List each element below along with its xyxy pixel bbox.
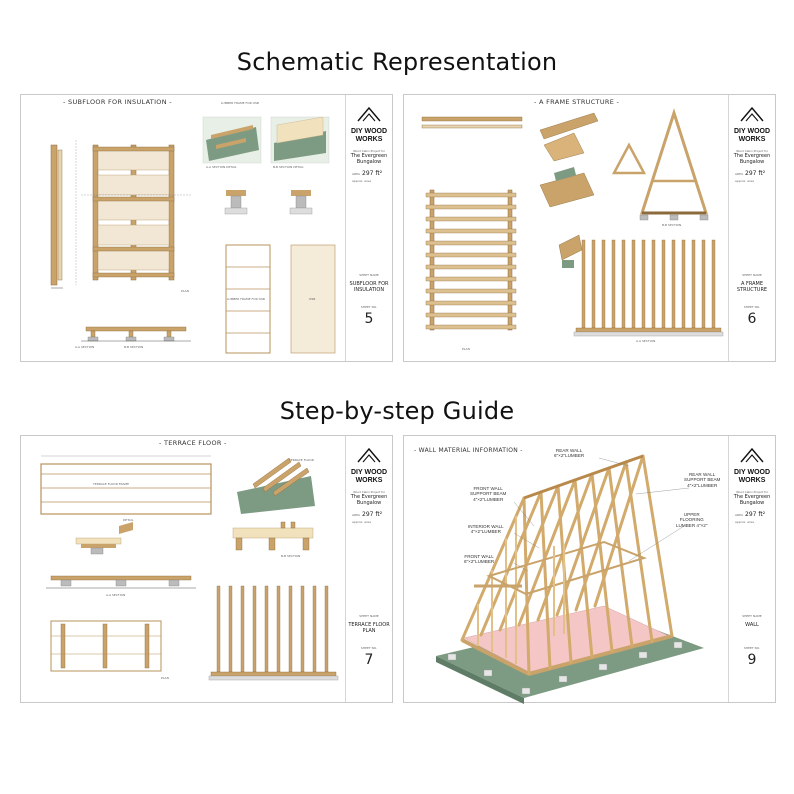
brand-line2: WORKS (355, 136, 383, 143)
sheet-number: 5 (364, 311, 374, 327)
sheet-title: - TERRACE FLOOR - (159, 439, 227, 447)
sheet-name-2: STRUCTURE (736, 287, 768, 293)
sheet-name-1: A FRAME (740, 281, 764, 287)
subfloor-drawing (50, 116, 336, 354)
sheet-name-label: SHEET NAME (742, 614, 762, 618)
label-a-a-detail: A-A SECTION DETAIL (206, 165, 237, 169)
label-plan: PLAN (462, 347, 470, 351)
project-label: Wood Cabin Project for (736, 490, 768, 494)
brand-line1: DIY WOOD (350, 128, 388, 135)
sheet-no-label: SHEET NO. (743, 646, 761, 650)
terrace-floor-drawing (40, 454, 339, 681)
a-frame-drawing (421, 108, 724, 337)
title-block: DIY WOOD WORKS Wood Cabin Project for Th… (728, 436, 775, 702)
sheet-title: - SUBFLOOR FOR INSULATION - (63, 98, 172, 106)
label-b-b-section: B-B SECTION (281, 554, 301, 558)
project-name-2: Bungalow (739, 500, 765, 506)
brand-line2: WORKS (738, 136, 766, 143)
project-label: Wood Cabin Project for (353, 490, 385, 494)
label-b-b-detail: B-B SECTION DETAIL (273, 165, 304, 169)
house-logo-icon (346, 105, 392, 127)
sheet-no-label: SHEET NO. (360, 646, 378, 650)
sheet-a-frame-structure[interactable]: - A FRAME STRUCTURE - PLAN B-B SECTION A… (403, 94, 776, 362)
label-plan: PLAN (161, 676, 169, 680)
sheet-subfloor-insulation[interactable]: - SUBFLOOR FOR INSULATION - A-A SECTION … (20, 94, 393, 362)
title-block: DIY WOOD WORKS Wood Cabin Project for Th… (728, 95, 775, 361)
sheet-number: 6 (747, 311, 757, 327)
sheet-name-1: TERRACE FLOOR (348, 622, 390, 628)
heading-schematic-representation: Schematic Representation (236, 48, 558, 76)
project-label: Wood Cabin Project for (736, 149, 768, 153)
wall-3d-render (436, 454, 704, 704)
title-block: DIY WOOD WORKS Wood Cabin Project for Th… (345, 95, 392, 361)
sheet-name-2: INSULATION (353, 287, 385, 293)
label-plan: PLAN (181, 289, 189, 293)
brand-line1: DIY WOOD (733, 469, 771, 476)
sheet-title: - WALL MATERIAL INFORMATION - (414, 447, 523, 454)
brand-line1: DIY WOOD (733, 128, 771, 135)
house-logo-icon (729, 446, 775, 468)
house-logo-icon (346, 446, 392, 468)
brand-line2: WORKS (738, 477, 766, 484)
label-terrace-frame: TERRACE FLOOR FRAME (93, 482, 129, 486)
project-label: Wood Cabin Project for (353, 149, 385, 153)
label-osb: OSB (309, 297, 316, 301)
label-lumber-frame: LUMBER FRAME FOR OSB (221, 101, 259, 105)
brand-line1: DIY WOOD (350, 469, 388, 476)
project-name-1: The Evergreen (733, 494, 771, 500)
project-name-1: The Evergreen (733, 153, 771, 159)
heading-step-by-step-guide: Step-by-step Guide (279, 397, 515, 425)
project-name-2: Bungalow (356, 500, 382, 506)
label-a-a-section: A-A SECTION (75, 345, 95, 349)
project-name-1: The Evergreen (350, 153, 388, 159)
label-b-b-section: B-B SECTION (124, 345, 144, 349)
title-block: DIY WOOD WORKS Wood Cabin Project for Th… (345, 436, 392, 702)
sheet-no-label: SHEET NO. (743, 305, 761, 309)
sheet-name-label: SHEET NAME (359, 614, 379, 618)
label-lumber-frame-osb: LUMBER FRAME FOR OSB (227, 297, 265, 301)
sheet-number: 7 (364, 652, 374, 668)
brand-line2: WORKS (355, 477, 383, 484)
sheet-name-2: PLAN (362, 628, 376, 634)
sheet-terrace-floor[interactable]: - TERRACE FLOOR - TERRACE FLOOR TERRACE … (20, 435, 393, 703)
project-name-2: Bungalow (356, 159, 382, 165)
sheet-title: - A FRAME STRUCTURE - (534, 98, 620, 106)
project-name-2: Bungalow (739, 159, 765, 165)
label-terrace-floor: TERRACE FLOOR (289, 458, 314, 462)
project-name-1: The Evergreen (350, 494, 388, 500)
house-logo-icon (729, 105, 775, 127)
sheet-name-label: SHEET NAME (742, 273, 762, 277)
sheet-name-label: SHEET NAME (359, 273, 379, 277)
sheet-name-1: WALL (745, 622, 759, 628)
label-a-a-section: A-A SECTION (636, 339, 656, 343)
label-b-b-section: B-B SECTION (662, 223, 682, 227)
sheet-name-1: SUBFLOOR FOR (349, 281, 389, 287)
sheet-no-label: SHEET NO. (360, 305, 378, 309)
sheet-number: 9 (747, 652, 757, 668)
label-detail: DETAIL (123, 518, 134, 522)
label-a-a-section: A-A SECTION (106, 593, 126, 597)
